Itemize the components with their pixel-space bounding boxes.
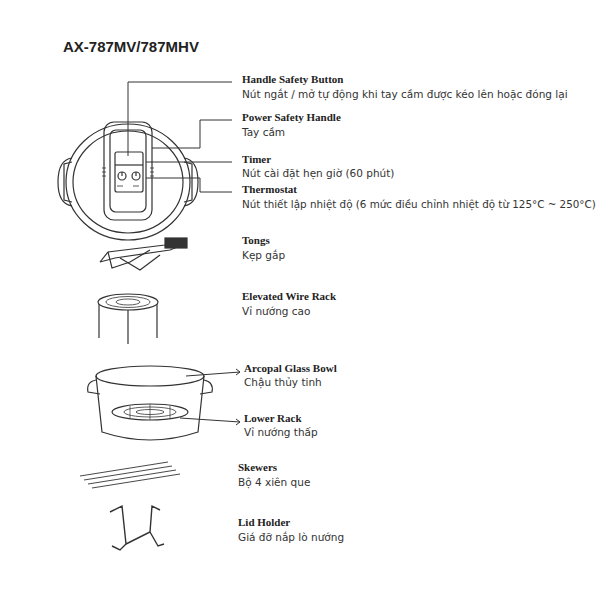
part-description: Chậu thủy tinh — [244, 376, 322, 388]
part-description: Vỉ nướng cao — [242, 305, 310, 317]
part-description: Giá đỡ nắp lò nướng — [238, 531, 344, 543]
part-name: Thermostat — [242, 183, 297, 195]
part-description: Nút ngắt / mở tự động khi tay cầm được k… — [242, 88, 568, 100]
part-name: Elevated Wire Rack — [242, 290, 336, 302]
part-description: Nút cài đặt hẹn giờ (60 phút) — [242, 167, 394, 179]
part-description: Nút thiết lập nhiệt độ (6 mức điều chỉnh… — [242, 198, 596, 210]
glass-bowl — [88, 366, 240, 440]
part-name: Handle Safety Button — [242, 73, 343, 85]
lid-holder — [110, 506, 164, 550]
tongs — [100, 238, 187, 270]
part-name: Power Safety Handle — [242, 111, 341, 123]
skewers — [80, 462, 180, 488]
part-description: Bộ 4 xiên que — [238, 476, 310, 488]
part-name: Lid Holder — [238, 516, 290, 528]
elevated-wire-rack — [98, 294, 158, 344]
part-name: Skewers — [238, 461, 277, 473]
part-name: Lower Rack — [244, 412, 302, 424]
part-description: Vỉ nướng thấp — [244, 426, 318, 438]
part-description: Tay cầm — [242, 126, 285, 138]
part-description: Kẹp gắp — [242, 249, 285, 261]
part-name: Arcopal Glass Bowl — [244, 362, 337, 374]
leader-lines — [128, 82, 232, 192]
model-title: AX-787MV/787MHV — [63, 38, 199, 55]
part-name: Tongs — [242, 234, 270, 246]
part-name: Timer — [242, 153, 271, 165]
